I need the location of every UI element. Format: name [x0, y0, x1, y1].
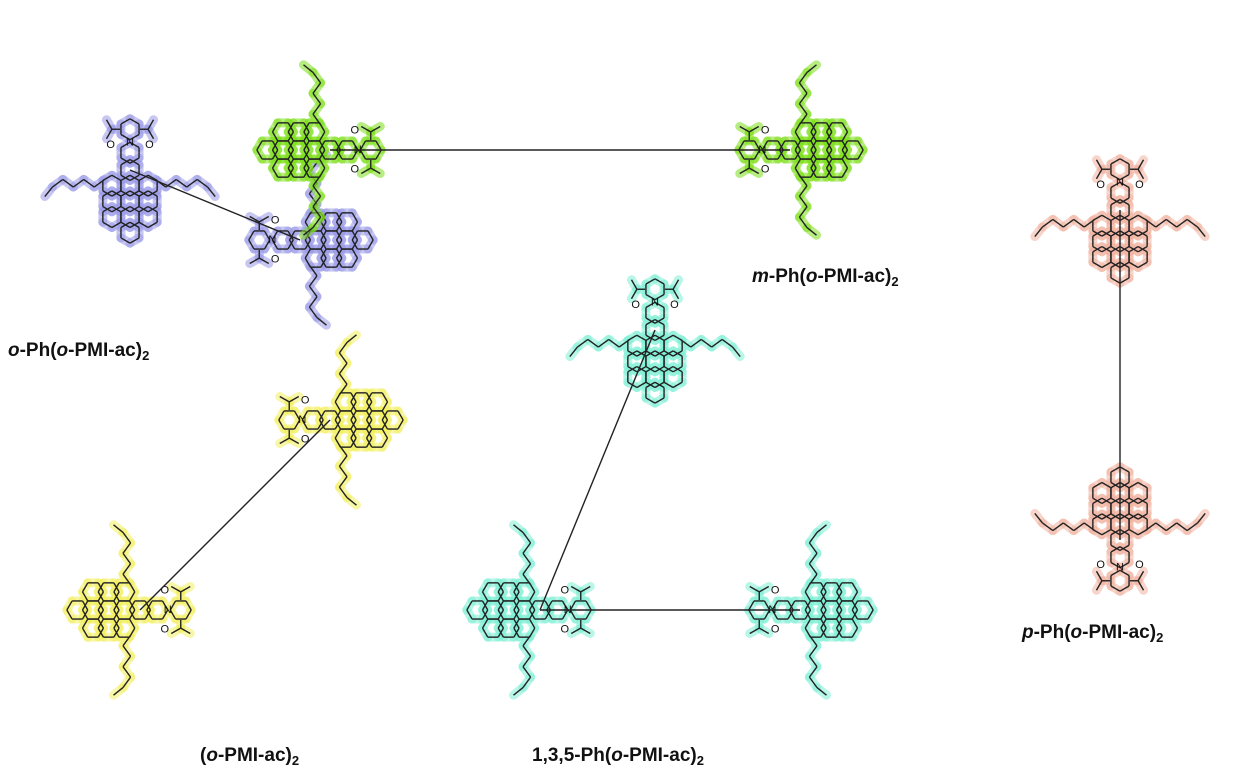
nitrogen-atom: N: [126, 136, 134, 148]
bonds: [44, 118, 216, 244]
highlight: [62, 520, 196, 700]
oxygen-atom: O: [301, 433, 310, 445]
oxygen-atom: O: [106, 139, 115, 151]
caption-m-ph: m-Ph(o-PMI-ac)2: [752, 266, 899, 289]
oxygen-atom: O: [271, 253, 280, 265]
bonds: [256, 64, 382, 236]
oxygen-atom: O: [351, 125, 360, 137]
nitrogen-atom: N: [164, 604, 172, 616]
nitrogen-atom: N: [1116, 176, 1124, 188]
bonds: [738, 64, 864, 236]
oxygen-atom: O: [301, 395, 310, 407]
bonds: [1034, 158, 1206, 284]
oxygen-atom: O: [561, 623, 570, 635]
oxygen-atom: O: [771, 623, 780, 635]
alkyne-linker: [539, 329, 656, 611]
caption-p-ph: p-Ph(o-PMI-ac)2: [1022, 622, 1164, 645]
bonds: [278, 334, 404, 506]
nitrogen-atom: N: [298, 414, 306, 426]
oxygen-atom: O: [561, 585, 570, 597]
alkyne-linker: [139, 419, 331, 611]
alkyne-linker: [129, 169, 301, 241]
oxygen-atom: O: [1096, 179, 1105, 191]
oxygen-atom: O: [161, 585, 170, 597]
bonds: [66, 524, 192, 696]
oxygen-atom: O: [271, 215, 280, 227]
oxygen-atom: O: [761, 125, 770, 137]
oxygen-atom: O: [161, 623, 170, 635]
bonds: [748, 524, 874, 696]
caption-dimer: (o-PMI-ac)2: [200, 745, 300, 768]
oxygen-atom: O: [761, 163, 770, 175]
oxygen-atom: O: [145, 139, 154, 151]
caption-tri: 1,3,5-Ph(o-PMI-ac)2: [532, 745, 704, 768]
oxygen-atom: O: [1135, 179, 1144, 191]
nitrogen-atom: N: [651, 296, 659, 308]
bonds: [569, 278, 741, 404]
bonds: [466, 524, 592, 696]
oxygen-atom: O: [351, 163, 360, 175]
oxygen-atom: O: [1096, 559, 1105, 571]
oxygen-atom: O: [771, 585, 780, 597]
nitrogen-atom: N: [268, 234, 276, 246]
oxygen-atom: O: [670, 299, 679, 311]
oxygen-atom: O: [631, 299, 640, 311]
caption-o-ph: o-Ph(o-PMI-ac)2: [8, 340, 150, 363]
nitrogen-atom: N: [1116, 562, 1124, 574]
bonds: [1034, 466, 1206, 592]
oxygen-atom: O: [1135, 559, 1144, 571]
